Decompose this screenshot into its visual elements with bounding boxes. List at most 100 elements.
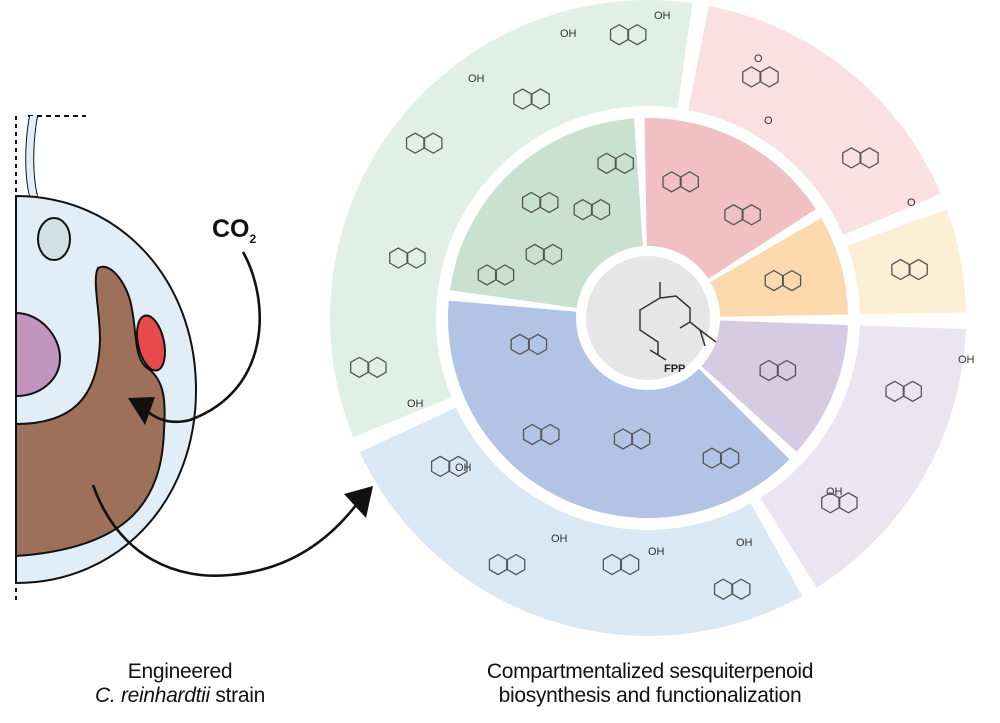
molecule-ring xyxy=(839,492,858,514)
ketone-label: O xyxy=(764,115,773,127)
molecule-ring xyxy=(821,492,840,514)
molecule-ring xyxy=(423,132,443,154)
molecule-ring xyxy=(782,269,802,292)
molecule-ring xyxy=(662,171,681,193)
molecule-ring xyxy=(615,152,634,175)
molecule-ring xyxy=(513,88,532,110)
molecule-ring xyxy=(860,147,879,169)
molecule-ring xyxy=(764,269,784,292)
fpp-core: FPP xyxy=(586,256,717,380)
inner-segment-guaiane-type-sesquiterpenes xyxy=(449,118,643,308)
cell-caption: Engineered C. reinhardtii strain xyxy=(60,660,300,708)
wheel-caption-line1: Compartmentalized sesquiterpenoid xyxy=(486,660,814,683)
molecule-ring xyxy=(540,423,560,446)
nucleus xyxy=(15,311,62,398)
molecule-ring xyxy=(350,356,369,379)
molecule-ring xyxy=(760,66,779,88)
outer-segment-oxidized-red-products xyxy=(688,5,941,236)
co2-arrowhead xyxy=(128,397,155,425)
export-arrow xyxy=(91,484,362,577)
molecule-ring xyxy=(602,553,622,576)
oh-label: OH xyxy=(654,10,671,22)
molecule-ring xyxy=(531,88,550,110)
outer-segment-oxidized-guaiane-products xyxy=(330,0,693,438)
species-name: C. reinhardtii xyxy=(95,684,210,707)
molecule-ring xyxy=(613,428,633,450)
cell-caption-line2: C. reinhardtii strain xyxy=(60,684,300,708)
oh-label: OH xyxy=(958,354,975,366)
oh-label: OH xyxy=(736,537,753,549)
oh-label: OH xyxy=(407,398,424,410)
molecule-ring xyxy=(713,578,733,600)
molecule-ring xyxy=(609,23,629,46)
molecule-ring xyxy=(389,247,408,269)
molecule-ring xyxy=(680,171,699,193)
molecule-ring xyxy=(510,333,530,356)
co2-label: CO2 xyxy=(212,215,257,246)
molecule-ring xyxy=(702,447,722,469)
outer-segment-oxidized-purple-products xyxy=(760,325,966,588)
molecule-ring xyxy=(573,198,593,221)
cell-caption-line1: Engineered xyxy=(127,660,233,683)
oh-label: OH xyxy=(560,28,577,40)
molecule-ring xyxy=(591,198,611,221)
molecule-ring xyxy=(448,455,468,478)
molecule-ring xyxy=(903,380,923,403)
fpp-label: FPP xyxy=(664,363,685,375)
outer-segment-oxidized-cadinene-products xyxy=(359,407,803,636)
molecule-ring xyxy=(539,191,559,214)
oh-label: OH xyxy=(455,462,472,474)
molecule-ring xyxy=(488,553,508,576)
inner-segment-red-sesquiterpenes xyxy=(644,118,816,279)
molecule-ring xyxy=(759,359,779,382)
molecule-ring xyxy=(430,455,450,478)
ketone-label: O xyxy=(754,53,763,65)
strain-suffix: strain xyxy=(209,684,265,707)
molecule-ring xyxy=(885,380,905,403)
sesquiterpenoid-wheel xyxy=(330,0,966,636)
fpp-core-circle xyxy=(586,256,710,380)
ketone-label: O xyxy=(907,197,916,209)
oh-label: OH xyxy=(551,533,568,545)
molecule-ring xyxy=(742,66,761,88)
outer-segment-oxidized-orange-product xyxy=(847,209,966,315)
co2-uptake-arrow xyxy=(139,251,262,424)
molecule-ring xyxy=(368,356,387,379)
molecule-ring xyxy=(909,258,928,281)
cell-diagram: CO2 xyxy=(15,115,373,600)
molecule-ring xyxy=(477,264,497,286)
molecule-ring xyxy=(597,152,616,175)
molecule-ring xyxy=(620,553,640,576)
fpp-structure xyxy=(639,282,717,361)
molecule-ring xyxy=(543,243,563,266)
eyespot xyxy=(136,314,166,372)
molecule-ring xyxy=(522,423,542,446)
molecule-ring xyxy=(521,191,541,214)
molecule-ring xyxy=(495,264,515,286)
molecule-annotations: OH OH OH OH O O O OH OH OH OH OH OH xyxy=(407,10,975,558)
molecule-ring xyxy=(720,447,740,469)
molecule-ring xyxy=(842,147,861,169)
oh-label: OH xyxy=(468,73,485,85)
oh-label: OH xyxy=(826,486,843,498)
molecule-ring xyxy=(631,428,651,450)
wheel-caption: Compartmentalized sesquiterpenoid biosyn… xyxy=(440,660,860,708)
chloroplast xyxy=(15,265,166,558)
molecule-ring xyxy=(528,333,548,356)
inner-segment-orange-sesquiterpene xyxy=(710,218,848,317)
wheel-caption-line2: biosynthesis and functionalization xyxy=(498,684,802,707)
vacuole xyxy=(37,217,71,261)
molecule-ring xyxy=(627,23,647,46)
molecule-ring xyxy=(742,204,761,226)
molecule-ring xyxy=(525,243,545,266)
molecule-ring xyxy=(777,359,797,382)
export-arrowhead xyxy=(344,486,373,518)
molecule-ring xyxy=(506,553,526,576)
molecule-ring xyxy=(405,132,425,154)
molecule-ring xyxy=(891,258,910,281)
molecule-ring xyxy=(724,204,743,226)
molecule-ring xyxy=(731,578,751,600)
oh-label: OH xyxy=(648,546,665,558)
molecule-ring xyxy=(407,247,426,269)
